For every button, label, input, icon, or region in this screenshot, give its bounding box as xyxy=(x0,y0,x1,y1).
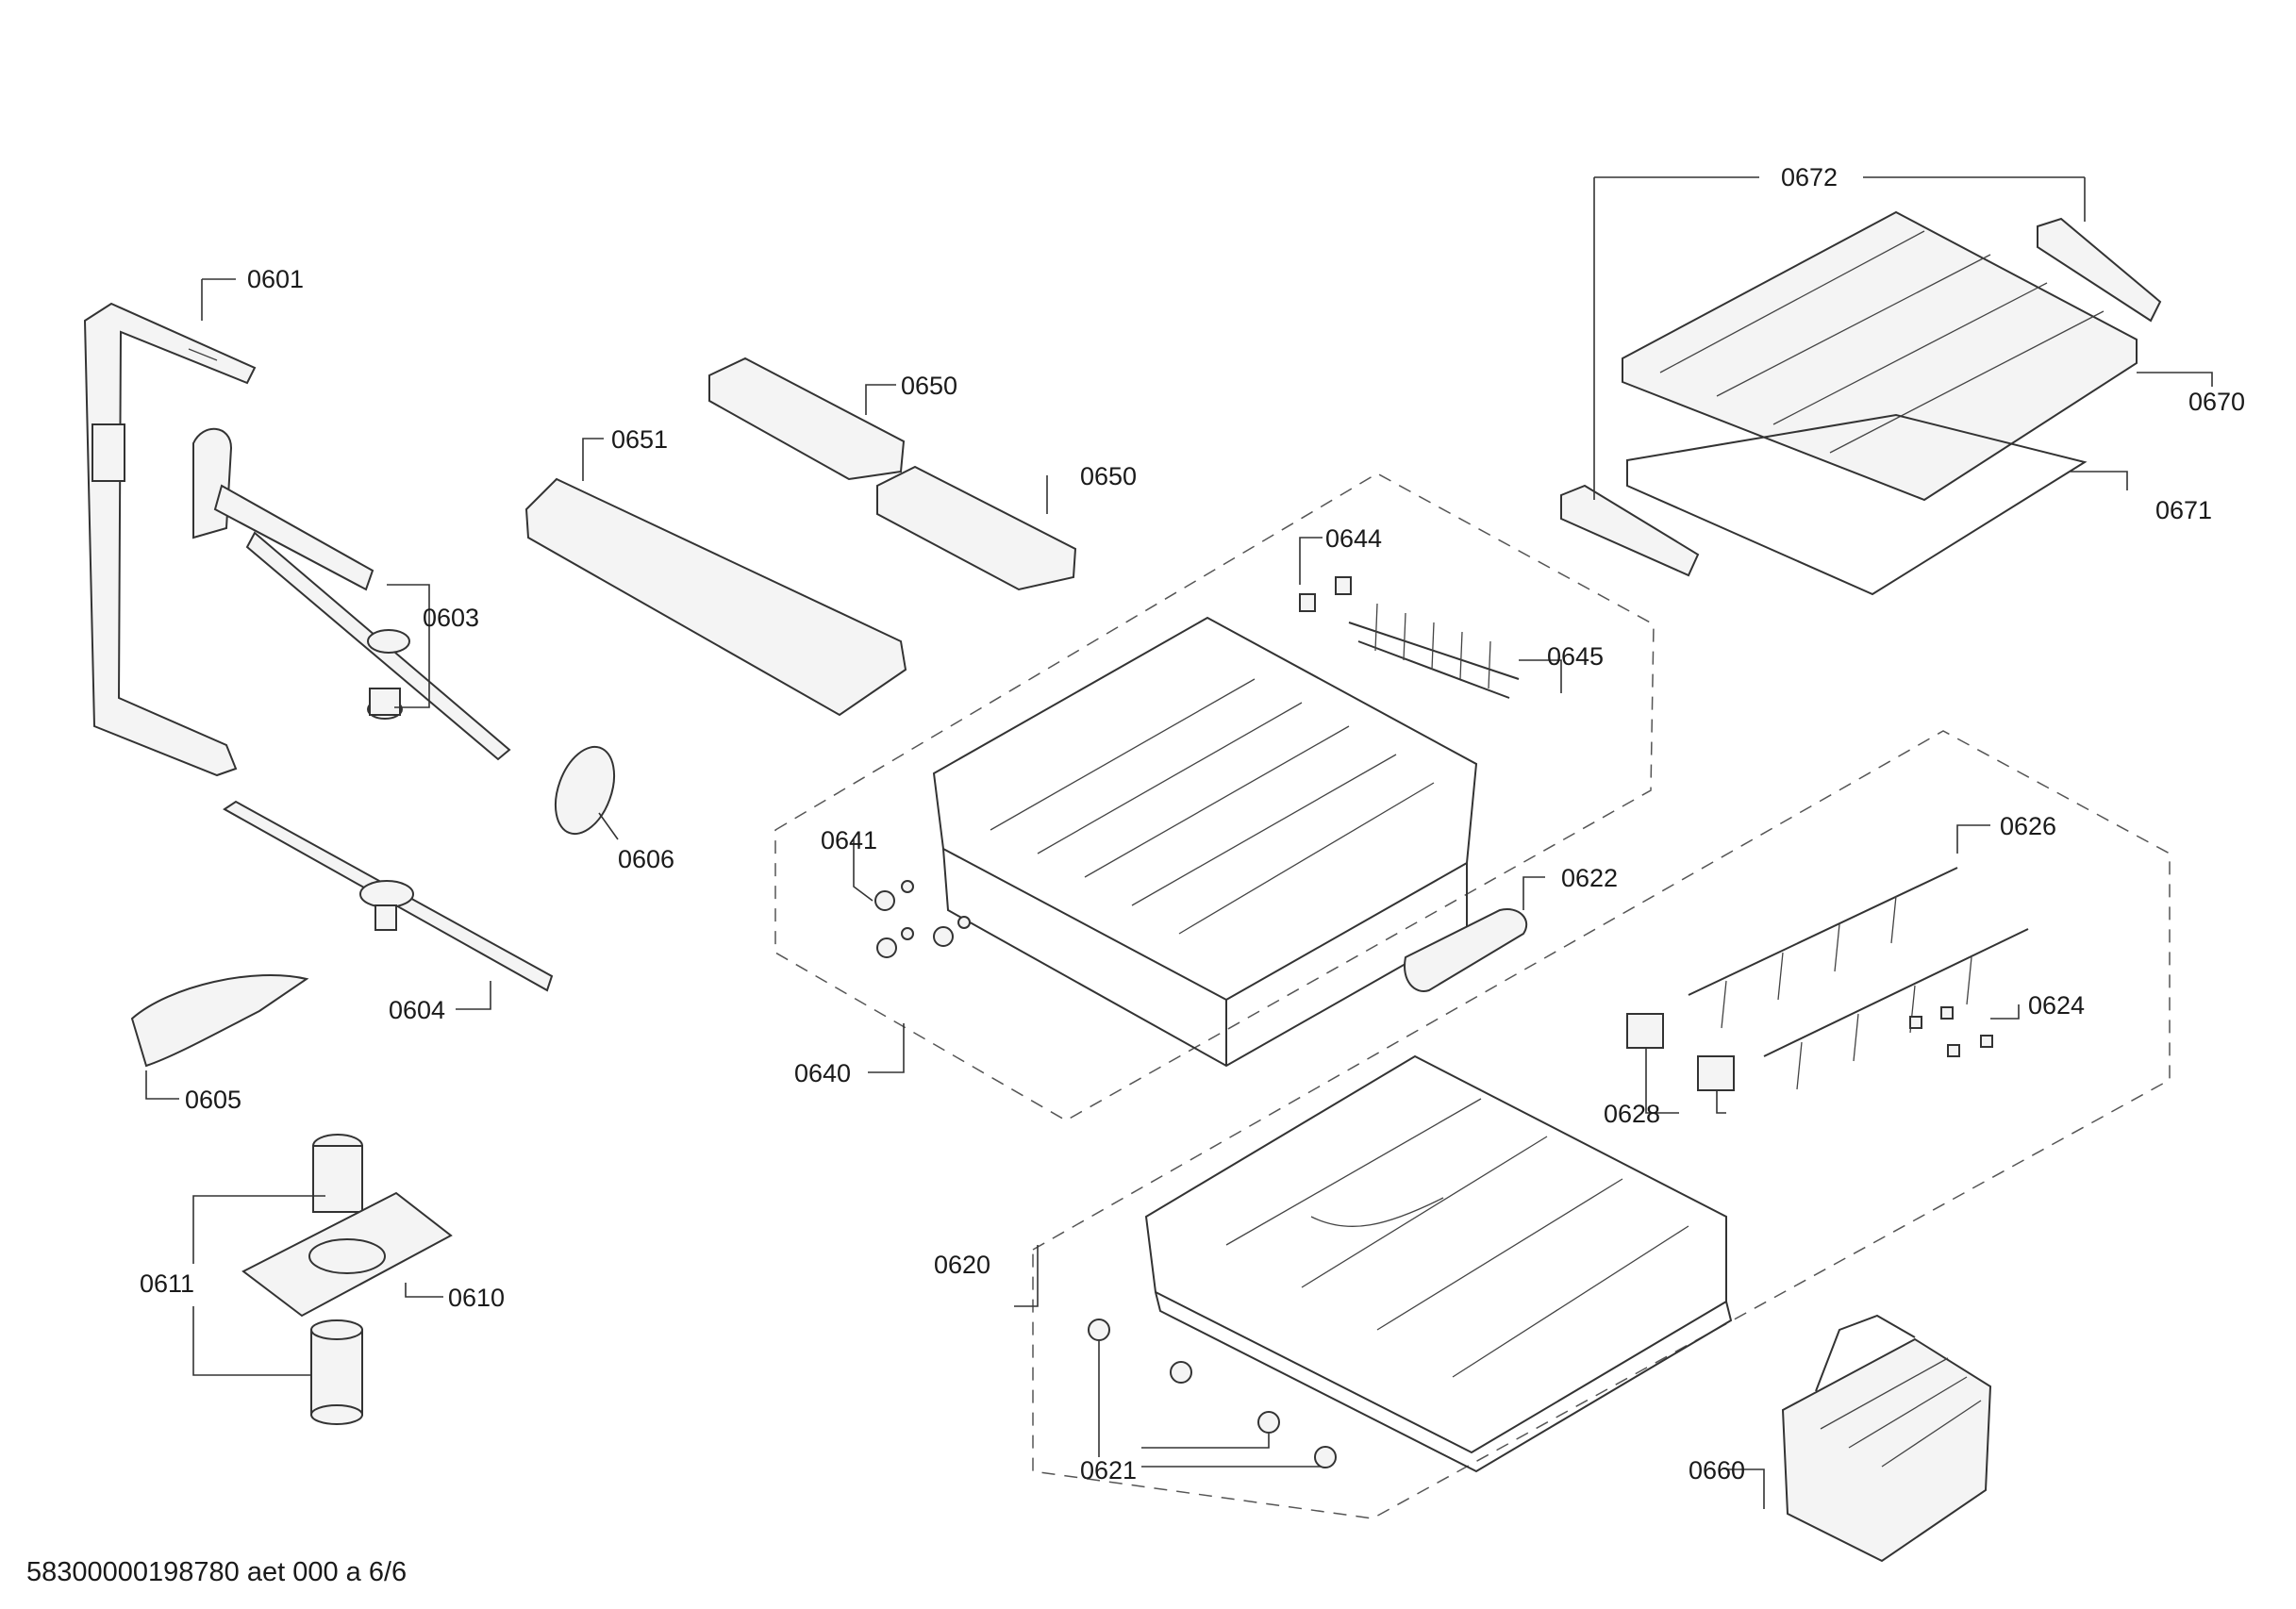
label-0640: 0640 xyxy=(794,1059,851,1087)
cup-shelf-part xyxy=(524,477,907,717)
label-0670: 0670 xyxy=(2188,388,2245,416)
label-0603: 0603 xyxy=(423,604,479,632)
insert-upper-part xyxy=(708,357,906,481)
label-0624: 0624 xyxy=(2028,991,2085,1020)
handle-part xyxy=(1404,908,1528,992)
label-0604: 0604 xyxy=(389,996,445,1024)
tine-row-lower-part xyxy=(1688,867,2029,1090)
label-0651: 0651 xyxy=(611,425,668,454)
upper-basket-part xyxy=(932,616,1478,1068)
label-0620: 0620 xyxy=(934,1251,990,1279)
label-0621: 0621 xyxy=(1080,1456,1137,1485)
tray-rail-left-part xyxy=(1560,484,1700,577)
cutlery-tray-part xyxy=(1622,210,2138,502)
clip-part xyxy=(1299,593,1316,612)
tine-row-upper-part xyxy=(1348,603,1520,699)
document-id-footer: 58300000198780 aet 000 a 6/6 xyxy=(26,1557,407,1587)
cutlery-basket-part xyxy=(1781,1314,1992,1563)
tray-frame-part xyxy=(1626,413,2088,596)
tine-holder-part xyxy=(1626,1013,1664,1049)
label-0641: 0641 xyxy=(821,826,877,854)
tray-rail-right-part xyxy=(2037,217,2162,323)
lower-wheels-part xyxy=(1088,1319,1337,1468)
cover-part xyxy=(130,974,309,1068)
upper-rollers-part xyxy=(874,880,971,958)
upper-rack-group-outline xyxy=(774,473,1655,1121)
filter-system-part xyxy=(241,1134,453,1425)
label-0622: 0622 xyxy=(1561,864,1618,892)
supply-pipe-part xyxy=(83,302,257,777)
label-0605: 0605 xyxy=(185,1086,241,1114)
label-0650-upper: 0650 xyxy=(901,372,957,400)
insert-lower-part xyxy=(876,465,1077,591)
label-0644: 0644 xyxy=(1325,524,1382,553)
label-0628: 0628 xyxy=(1604,1100,1660,1128)
upper-spray-arm-part xyxy=(192,427,511,761)
label-0601: 0601 xyxy=(247,265,304,293)
lower-basket-part xyxy=(1144,1054,1733,1473)
label-0660: 0660 xyxy=(1689,1456,1745,1485)
label-0606: 0606 xyxy=(618,845,674,873)
small-clips-part xyxy=(1909,1006,1993,1057)
filter-disc-part xyxy=(554,745,616,836)
label-0645: 0645 xyxy=(1547,642,1604,671)
tine-holder-part xyxy=(1697,1055,1735,1091)
label-0611: 0611 xyxy=(140,1269,194,1298)
lower-spray-arm-part xyxy=(223,800,554,992)
label-0672: 0672 xyxy=(1781,163,1838,191)
label-0626: 0626 xyxy=(2000,812,2056,840)
lower-rack-group-outline xyxy=(1032,730,2171,1519)
leader-lines xyxy=(145,176,2213,1509)
clip-part xyxy=(1335,576,1352,595)
label-0650-lower: 0650 xyxy=(1080,462,1137,490)
label-0610: 0610 xyxy=(448,1284,505,1312)
label-0671: 0671 xyxy=(2155,496,2212,524)
